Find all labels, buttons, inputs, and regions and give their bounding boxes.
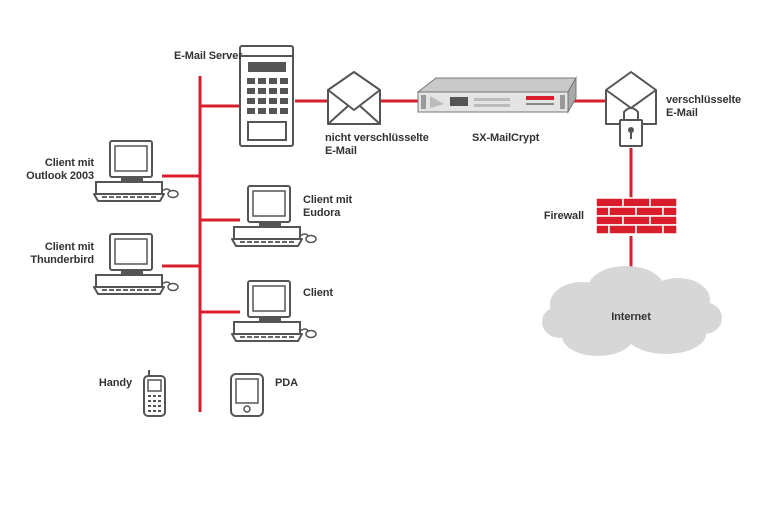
client-outlook-label: Client mit Outlook 2003 [26, 157, 94, 183]
mobile-phone-icon [143, 370, 166, 417]
mailcrypt-label: SX-MailCrypt [472, 132, 540, 144]
client-outlook-label-line2: Outlook 2003 [26, 170, 94, 182]
encrypted-mail-label-line1: verschlüsselte [666, 94, 742, 106]
client-thunderbird-label-line2: Thunderbird [30, 254, 94, 266]
plain-mail-label: nicht verschlüsselte E-Mail [325, 132, 429, 158]
network-links [162, 76, 633, 412]
client-eudora-label: Client mit Eudora [303, 194, 352, 220]
client-outlook-label-line1: Client mit [44, 157, 94, 169]
client-thunderbird-label-line1: Client mit [44, 241, 94, 253]
client-eudora-label-line1: Client mit [303, 194, 353, 206]
envelope-icon [327, 71, 381, 125]
handy-label: Handy [98, 377, 132, 389]
client-eudora-label-line2: Eudora [303, 207, 341, 219]
encrypted-mail-label-line2: E-Mail [666, 107, 698, 119]
rack-appliance-icon [416, 76, 577, 114]
pc-outlook-icon [93, 140, 179, 202]
plain-mail-label-line2: E-Mail [325, 145, 357, 157]
internet-label: Internet [611, 311, 651, 323]
brick-wall-icon [595, 197, 678, 235]
client-thunderbird-label: Client mit Thunderbird [30, 241, 94, 267]
pda-icon [230, 373, 264, 417]
encrypted-mail-label: verschlüsselte E-Mail [666, 94, 741, 120]
pda-label: PDA [275, 377, 298, 389]
cloud-icon [542, 266, 722, 356]
client-label: Client [303, 287, 333, 299]
envelope-lock-icon [605, 71, 657, 147]
pc-thunderbird-icon [93, 233, 179, 295]
mail-server-label: E-Mail Server [174, 50, 243, 62]
firewall-label: Firewall [543, 210, 584, 222]
plain-mail-label-line1: nicht verschlüsselte [325, 132, 429, 144]
server-tower-icon [239, 45, 294, 147]
